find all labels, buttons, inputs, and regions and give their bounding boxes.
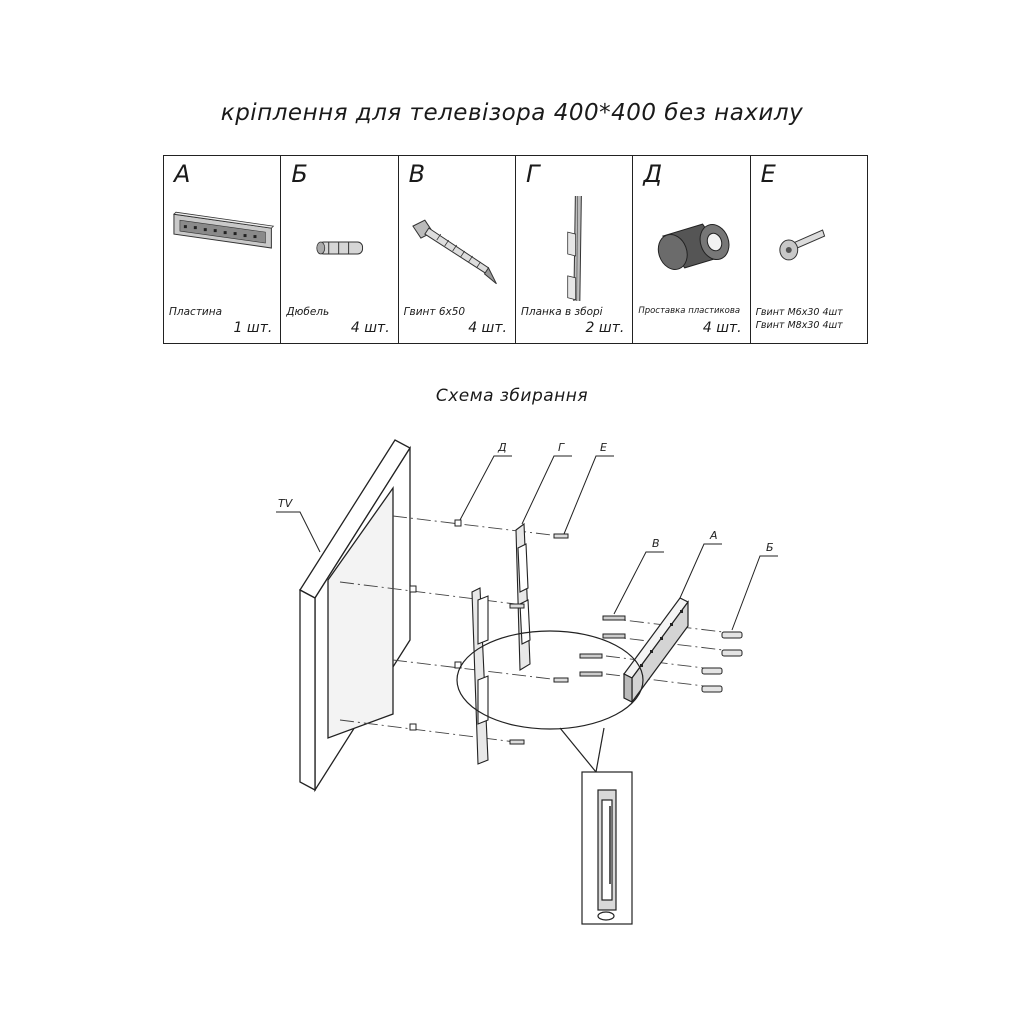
part-qty: 4 шт.: [350, 320, 390, 336]
leader-lines: [276, 455, 778, 631]
part-letter: Г: [525, 160, 540, 188]
part-name: Планка в зборі: [520, 306, 603, 318]
wall-plate: [623, 597, 689, 704]
bracket-right: [515, 522, 531, 671]
tv-panel: [299, 439, 411, 793]
label-bracket-g: Г: [558, 441, 565, 454]
part-cell-a: А Пластина 1 шт.: [164, 156, 282, 343]
dowel-marks: [701, 631, 743, 693]
part-name: Гвинт 6х50: [403, 306, 466, 318]
detail-view: [581, 771, 633, 925]
part-cell-v: В Гвинт 6х50 4 шт.: [399, 156, 516, 343]
part-cell-d: Д Проставка пластикова 4 шт.: [633, 156, 751, 343]
spacer-marks: [409, 519, 462, 731]
part-letter: Е: [760, 160, 776, 188]
spacer-illustration: [658, 223, 730, 270]
part-cell-g: Г Планка в зборі 2 шт.: [516, 156, 634, 343]
part-screw-list: Гвинт М6х30 4шт Гвинт М8х30 4шт: [756, 306, 843, 332]
part-qty: 4 шт.: [468, 320, 507, 336]
part-qty: 4 шт.: [702, 320, 742, 336]
plate-illustration: [173, 211, 275, 249]
wall-screws: [579, 615, 626, 677]
parts-table: А Пластина 1 шт. Б Дюбель 4 шт.: [163, 155, 868, 344]
part-qty: 1 шт.: [233, 320, 273, 336]
scheme-title: Схема збирання: [435, 386, 589, 406]
bracket-illustration: [567, 196, 582, 301]
label-screw-v: В: [652, 537, 660, 550]
bolt-illustration: [778, 229, 825, 261]
part-letter: Б: [291, 160, 308, 188]
part-cell-e: Е Гвинт М6х30 4шт Гвинт М8х30 4шт: [751, 156, 867, 343]
screw-m6-text: Гвинт М6х30 4шт: [755, 307, 843, 318]
page-title: кріплення для телевізора 400*400 без нах…: [220, 100, 804, 126]
bolt-marks: [509, 533, 569, 745]
part-letter: А: [174, 160, 191, 188]
part-cell-b: Б Дюбель 4 шт.: [281, 156, 399, 343]
screw-illustration: [411, 219, 497, 285]
part-name: Дюбель: [286, 306, 330, 318]
screw-m8-text: Гвинт М8х30 4шт: [755, 320, 843, 331]
label-plate-a: А: [709, 529, 718, 542]
label-dowel-b: Б: [766, 541, 774, 554]
label-bolt-e: Е: [600, 441, 607, 454]
dowel-illustration: [316, 241, 364, 255]
part-letter: Д: [643, 160, 663, 188]
part-letter: В: [408, 160, 426, 188]
label-spacer-d: Д: [497, 441, 507, 454]
part-name: Проставка пластикова: [638, 306, 741, 316]
detail-callout: [456, 630, 644, 773]
bracket-left: [471, 587, 489, 765]
part-name: Пластина: [169, 306, 223, 318]
label-tv: TV: [278, 497, 294, 510]
part-qty: 2 шт.: [585, 320, 625, 336]
